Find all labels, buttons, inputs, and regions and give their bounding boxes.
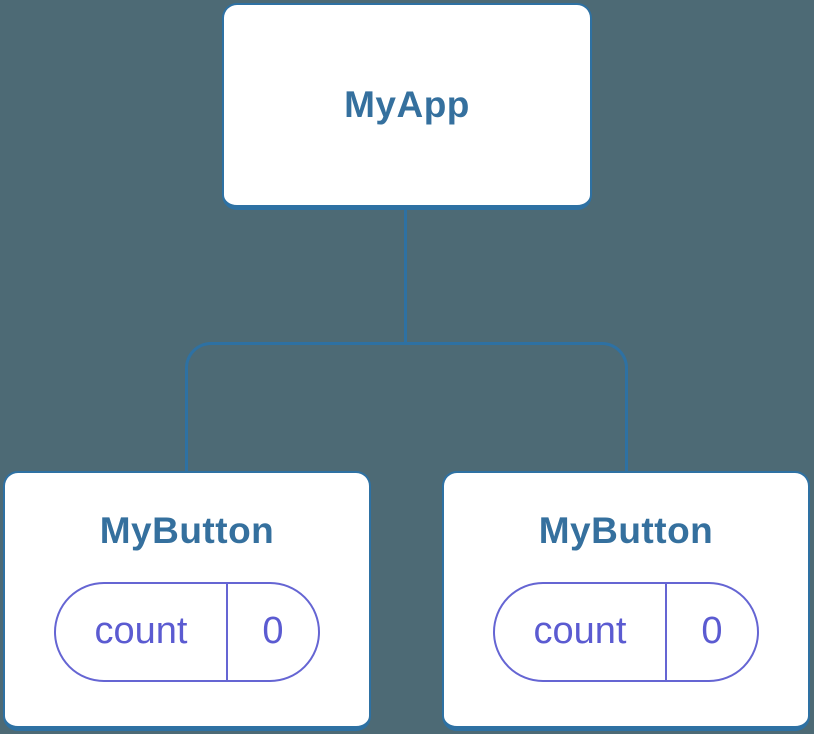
state-pill-right: count 0 — [493, 581, 759, 682]
connector-root-line — [404, 209, 407, 343]
state-key-right: count — [533, 610, 627, 653]
state-value-right: 0 — [665, 583, 757, 680]
state-key-left: count — [94, 610, 188, 653]
connector-children-bracket — [185, 342, 628, 473]
node-myapp-label: MyApp — [344, 83, 470, 125]
state-value-left: 0 — [226, 583, 318, 680]
node-myapp: MyApp — [222, 3, 592, 210]
node-mybutton-left-label: MyButton — [99, 510, 275, 551]
state-pill-left: count 0 — [54, 581, 320, 682]
node-mybutton-left: MyButton count 0 — [3, 471, 371, 731]
node-mybutton-right-label: MyButton — [538, 510, 714, 551]
node-mybutton-right: MyButton count 0 — [442, 471, 810, 731]
